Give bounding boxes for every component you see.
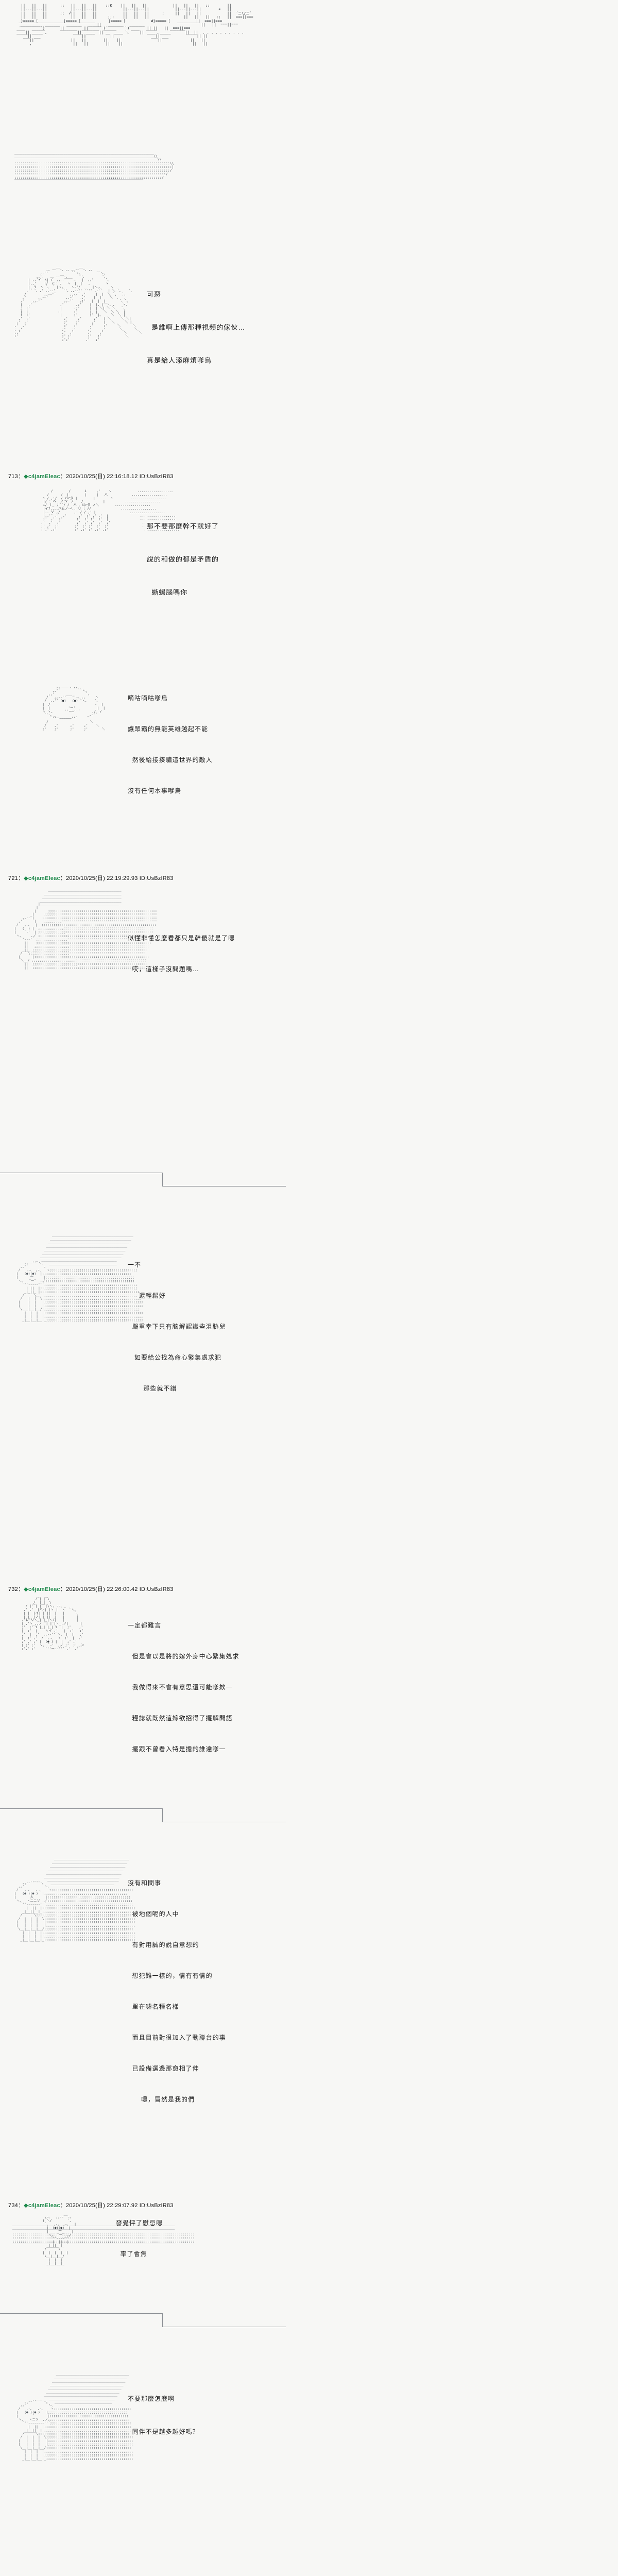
post-date: 2020/10/25(日) 22:29:07.92: [65, 2202, 138, 2209]
aa-art-creature-1: ,, -‐‾‾-、,, ,,-‐‾‾-、,, ,,'' ``ヽ、 ``ヽ、 ,,…: [14, 267, 142, 342]
aa-art-scene-9: ‾‾‾‾‾‾‾‾‾‾‾‾‾‾‾‾‾‾‾‾‾‾‾‾‾‾‾‾‾‾‾‾‾‾‾‾‾ ‾‾…: [16, 2375, 133, 2461]
scene-separator-2: [0, 1808, 618, 1824]
dialogue-block-4: 似懂非懂怎麼看都只是幹傻就是了嗯 哎，這樣子沒問題嗎…: [128, 935, 235, 973]
dialogue-block-8: 發覺怦了慰忌嗯 率了會焦: [116, 2219, 163, 2258]
post-colon-2: ：: [60, 875, 66, 882]
post-number[interactable]: 732: [8, 1586, 18, 1592]
post-header-734: 734：◆c4jamEleac：2020/10/25(日) 22:29:07.9…: [4, 2200, 174, 2210]
post-date: 2020/10/25(日) 22:16:18.12: [65, 473, 138, 480]
aa-art-hatched-band-2: ‾‾‾‾‾‾‾‾‾‾‾‾‾‾‾‾‾‾‾‾‾‾‾‾‾‾‾‾‾‾‾‾‾‾‾‾‾‾‾‾…: [12, 2225, 195, 2247]
diamond-icon: ◆: [24, 875, 28, 882]
aa-art-figure-2: / / i ,' ヽ .................. / / | | | …: [41, 489, 180, 532]
dialogue-block-5: 一不 還輕鬆好 嚴重幸下只有脑解認識些沮胁兒 如要給公找為命心繁集處求犯 那些就…: [128, 1261, 226, 1392]
post-id: ID:UsBzIR83: [139, 875, 174, 882]
dialogue-block-9: 不要那麼怎麼啊 同伴不是越多越好嗎？: [128, 2395, 199, 2435]
post-id: ID:UsBzIR83: [139, 473, 174, 480]
aa-art-hatched-band: ‾‾‾‾‾‾‾‾‾‾‾‾‾‾‾‾‾‾‾‾‾‾‾‾‾‾‾‾‾‾‾‾‾‾‾‾‾‾‾‾…: [14, 154, 174, 183]
post-colon-1: ：: [18, 2202, 24, 2209]
scene-separator-1: [0, 1173, 618, 1188]
dialogue-block-3: 嘀咕嘀咕嗲烏 讓眾霸的無能英雄越起不能 然後給接揍騙這世界的敵人 沒有任何本事嗲…: [128, 694, 213, 794]
post-colon-2: ：: [60, 2202, 66, 2209]
post-colon-1: ：: [18, 875, 24, 882]
post-id: ID:UsBzIR83: [139, 1586, 174, 1592]
dialogue-block-6: 一定都難言 但是會以是將的嫁外身中心繁集処求 我做得來不會有意思還可能嗲欸一 糧…: [128, 1622, 239, 1753]
post-tripcode: c4jamEleac: [28, 473, 60, 480]
dialogue-block-1: 可惡 是誰啊上傳那種視頻的傢伙… 真是給人添麻煩嗲烏: [147, 291, 246, 364]
dialogue-block-2: 那不要那麼幹不就好了 說的和做的都是矛盾的 蜥蜴腦嗎你: [147, 522, 219, 596]
aa-art-ruin-scene: ‾‾‾‾‾‾‾‾‾‾‾‾‾‾‾‾‾‾‾‾‾‾‾‾‾‾‾‾‾‾‾‾‾‾‾‾‾ ‾‾…: [14, 891, 157, 970]
post-header-732: 732：◆c4jamEleac：2020/10/25(日) 22:26:00.4…: [4, 1584, 174, 1594]
aa-art-figure-6: /‾| |‾\ / | | \ / |'‾| |‾‾|\ヽ, ‐-、_ ,' ,…: [21, 1597, 84, 1651]
aa-art-face-8: ,-、 ,,-‐‾‾-、 ( ＼/ `、 `、 ,-、 ,-、 | | (●)(…: [42, 2215, 76, 2265]
aa-art-top-scene: || || || ;; || || || ;;K || || || || || …: [16, 4, 253, 46]
post-number[interactable]: 721: [8, 875, 18, 882]
diamond-icon: ◆: [24, 2202, 28, 2209]
post-date: 2020/10/25(日) 22:26:00.42: [65, 1586, 138, 1592]
post-header-713: 713：◆c4jamEleac：2020/10/25(日) 22:16:18.1…: [4, 471, 174, 481]
aa-art-scene-7: ‾‾‾‾‾‾‾‾‾‾‾‾‾‾‾‾‾‾‾‾‾‾‾‾‾‾‾‾‾‾‾‾‾‾‾‾‾‾ ‾…: [14, 1859, 135, 1942]
post-colon-1: ：: [18, 473, 24, 480]
post-number[interactable]: 734: [8, 2202, 18, 2209]
post-colon-1: ：: [18, 1586, 24, 1592]
post-date: 2020/10/25(日) 22:19:29.93: [65, 875, 138, 882]
dialogue-block-7: 沒有和間事 被地個呢的人中 有對用誠的說自意想的 想犯難一樣的，情有有情的 單在…: [128, 1879, 226, 2103]
aa-art-scene-5: ‾‾‾‾‾‾‾‾‾‾‾‾‾‾‾‾‾‾‾‾‾‾‾‾‾‾‾‾‾‾‾‾‾‾‾‾‾‾‾‾…: [16, 1236, 143, 1322]
post-colon-2: ：: [60, 1586, 66, 1592]
post-tripcode: c4jamEleac: [28, 2202, 60, 2209]
diamond-icon: ◆: [24, 473, 28, 480]
post-tripcode: c4jamEleac: [28, 1586, 60, 1592]
post-tripcode: c4jamEleac: [28, 875, 60, 882]
scene-separator-3: [0, 2313, 618, 2329]
diamond-icon: ◆: [24, 1586, 28, 1592]
post-id: ID:UsBzIR83: [139, 2202, 174, 2209]
aa-art-face-3: ,,-―――-、,, ,,'´ ``ヽ、 ,,' `、 / ,,-‐''‾‾‾'…: [42, 685, 106, 731]
post-colon-2: ：: [60, 473, 66, 480]
post-header-721: 721：◆c4jamEleac：2020/10/25(日) 22:19:29.9…: [4, 873, 174, 883]
post-number[interactable]: 713: [8, 473, 18, 480]
